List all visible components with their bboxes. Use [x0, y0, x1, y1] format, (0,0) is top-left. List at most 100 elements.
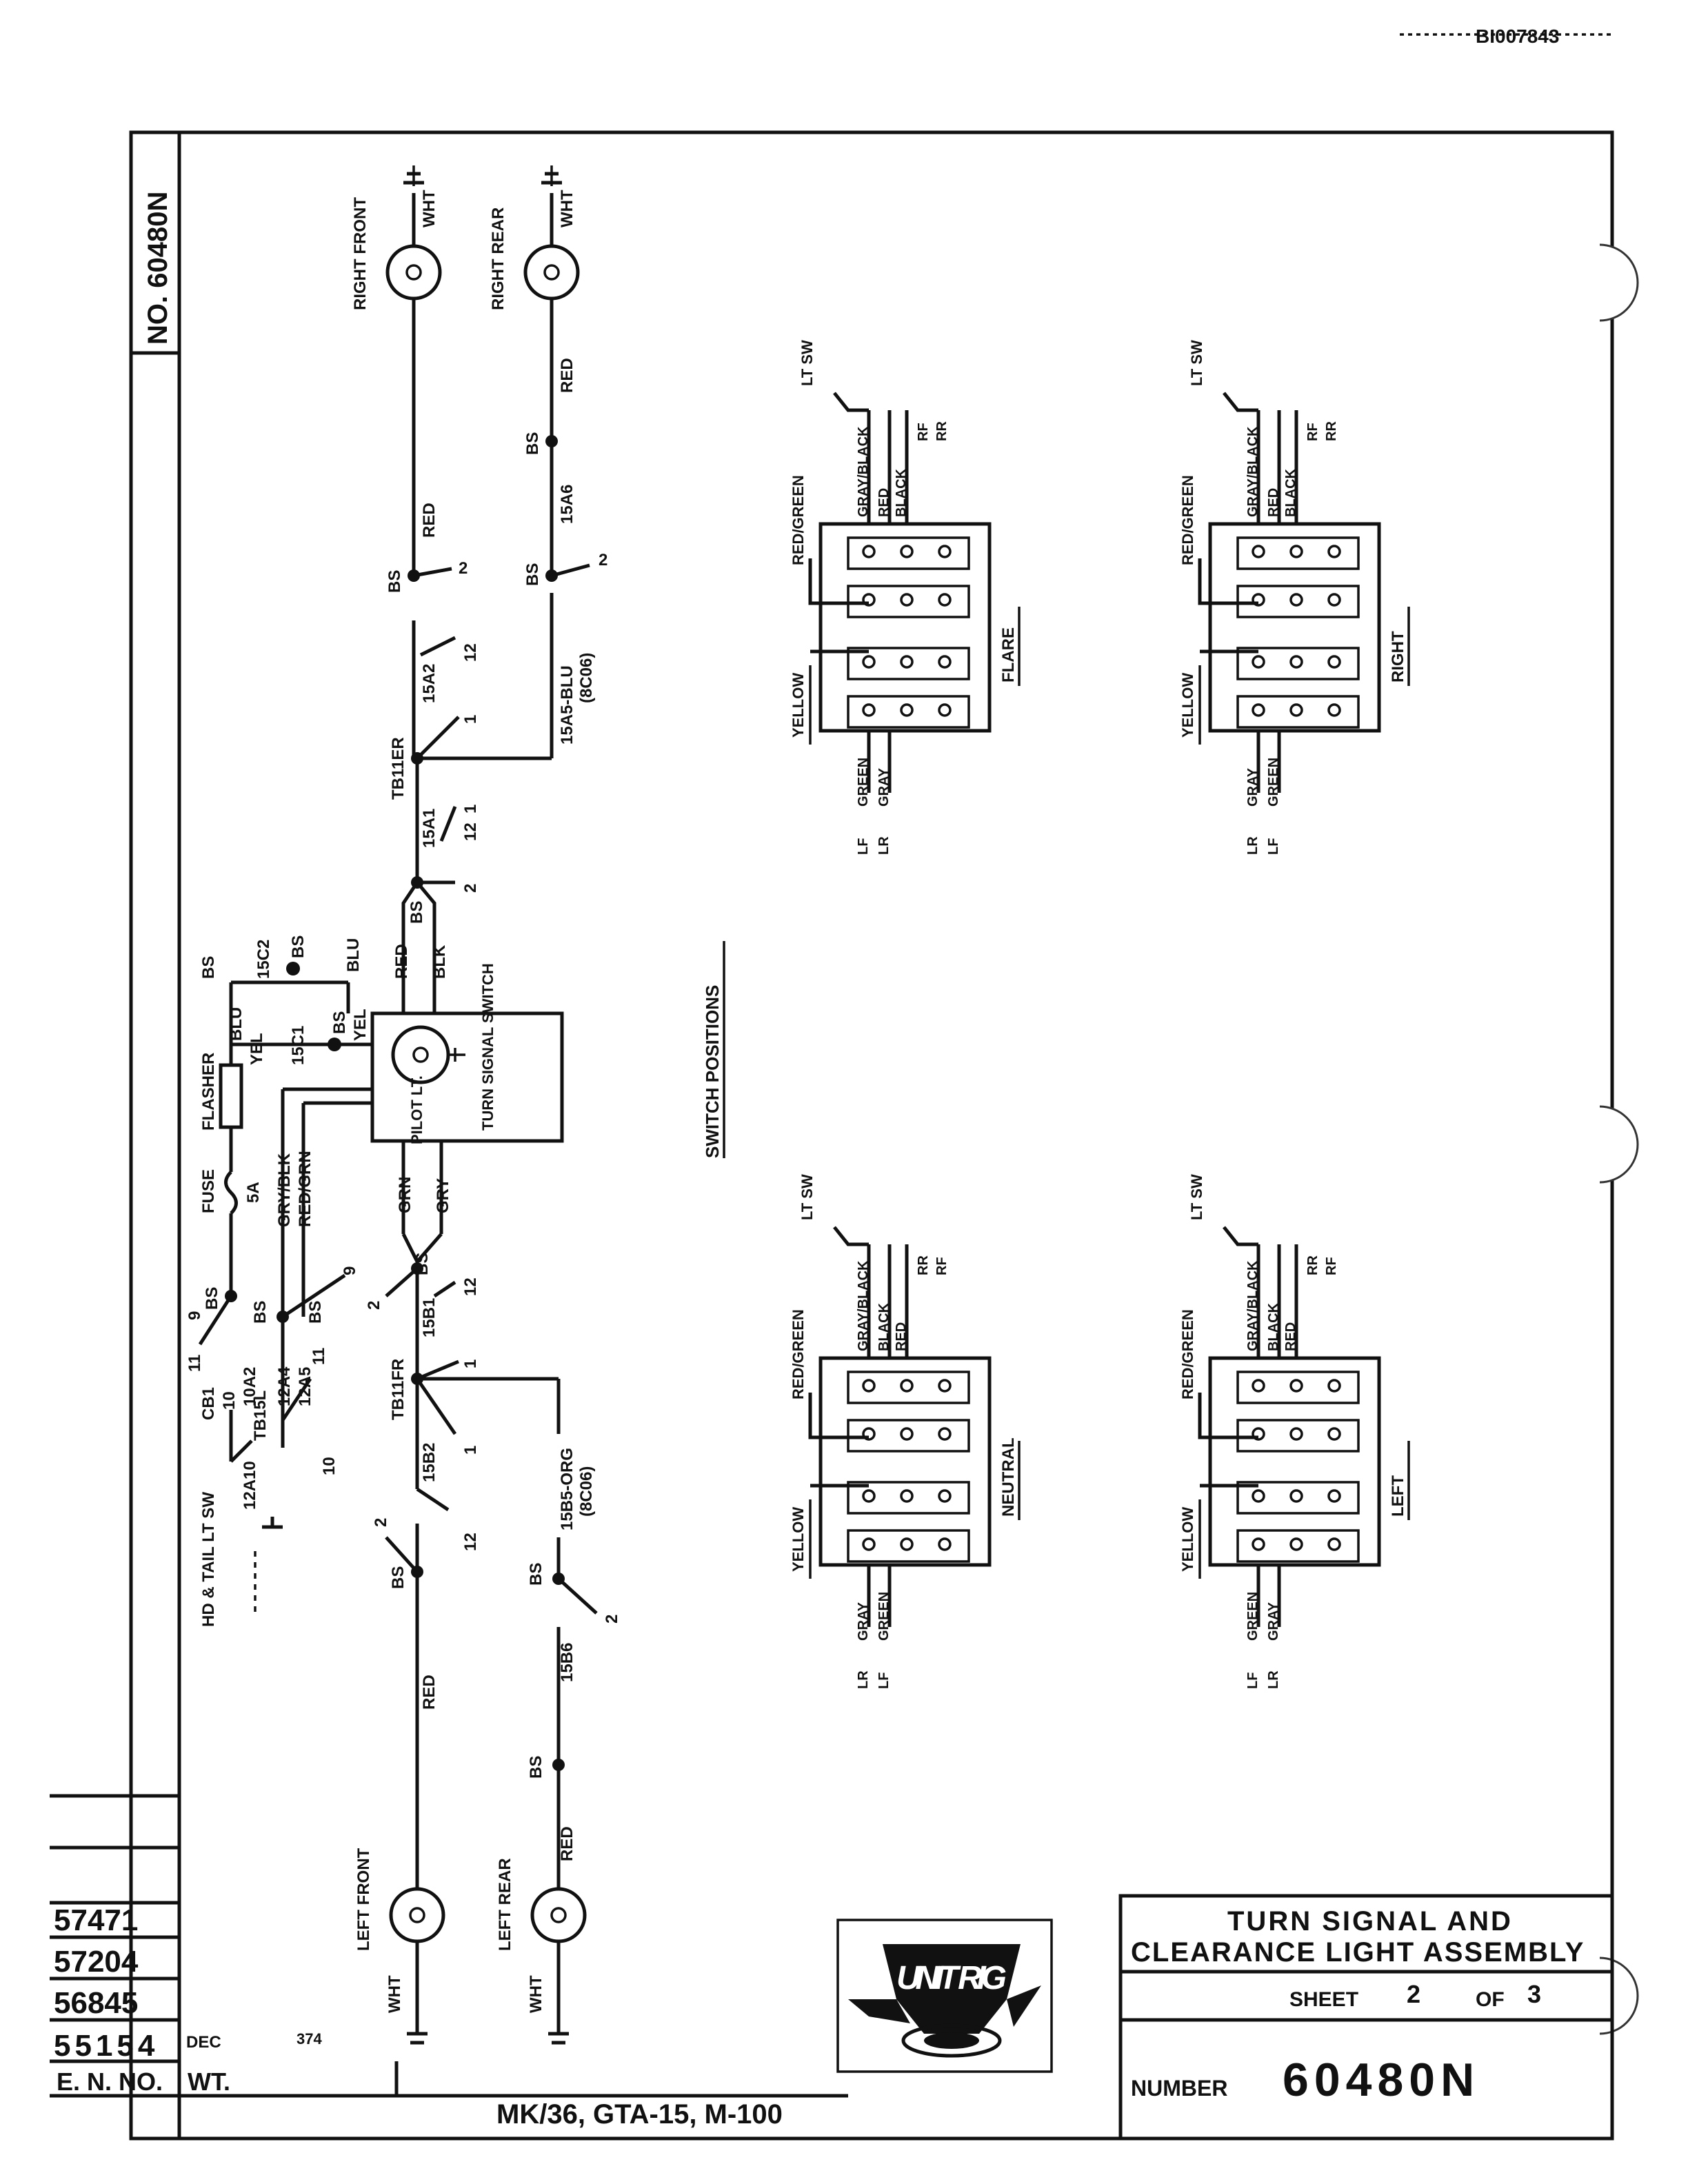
unit-rig-logo: UNIT RIG	[836, 1919, 1053, 2073]
wire-label: RED	[420, 1675, 439, 1710]
panel-wire-label: GRAY/BLACK	[856, 426, 871, 517]
panel-name: FLARE	[999, 627, 1018, 682]
panel-wire-label: RR	[916, 1255, 931, 1275]
wire-label: BS	[389, 1566, 408, 1589]
panel-wire-label: GREEN	[1266, 758, 1281, 807]
wire-label: WHT	[558, 190, 576, 228]
sheet-number: 2	[1407, 1980, 1420, 2008]
wire-label: BS	[306, 1301, 325, 1324]
panel-wire-label: LR	[1245, 836, 1260, 855]
panel-wire-label: RR	[934, 421, 950, 441]
drawing-number: 60480N	[1283, 2054, 1480, 2106]
switch-positions-title: SWITCH POSITIONS	[702, 985, 723, 1158]
revision-note: 374	[297, 2030, 322, 2048]
svg-text:RIGHT FRONT: RIGHT FRONT	[351, 197, 370, 310]
revision-number: 57471	[54, 1903, 138, 1937]
wire-label: BLU	[344, 938, 363, 972]
wire-label: 1	[461, 1446, 480, 1455]
revision-note: DEC	[186, 2033, 221, 2052]
wire-label: BS	[523, 563, 542, 586]
wire-label: TB11FR	[389, 1359, 408, 1420]
wire-label: 2	[461, 884, 480, 893]
revision-block: 57471 57204 56845 55154 DEC 374 E. N. NO…	[50, 1794, 848, 2138]
svg-text:LEFT FRONT: LEFT FRONT	[354, 1848, 373, 1951]
panel-label: LT SW	[798, 1174, 816, 1220]
wire-label: 2	[365, 1301, 383, 1310]
fuse-rating: 5A	[244, 1182, 263, 1203]
title-block: TURN SIGNAL AND CLEARANCE LIGHT ASSEMBLY…	[1118, 1894, 1614, 2141]
panel-label: LT SW	[798, 340, 816, 386]
wire-label: 15B2	[420, 1443, 439, 1482]
panel-label: RED/GREEN	[790, 475, 807, 565]
wire-label: 12	[461, 822, 480, 841]
wire-label: BS	[385, 570, 404, 593]
wire-label: BS	[251, 1301, 270, 1324]
panel-wire-label: GRAY	[1266, 1601, 1281, 1641]
sheet-total: 3	[1527, 1980, 1541, 2008]
panel-wire-label: GRAY	[876, 767, 892, 807]
panel-label: YELLOW	[1179, 673, 1196, 738]
wire-label: 11	[185, 1355, 204, 1372]
panel-wire-label: RF	[934, 1257, 950, 1275]
wire-label: 10	[320, 1457, 339, 1475]
side-drawing-number: NO. 60480N	[143, 192, 173, 345]
wire-label: 1	[461, 805, 480, 813]
panel-wire-label: LF	[876, 1672, 892, 1689]
wire-label: 10	[220, 1391, 239, 1410]
panel-wire-label: BLACK	[1283, 468, 1298, 517]
logo-text: UNIT RIG	[896, 1960, 1007, 1996]
sheet-label: SHEET	[1289, 1988, 1358, 2011]
panel-wire-label: LF	[1266, 838, 1281, 855]
pilot-light-label: PILOT LT.	[408, 1075, 425, 1144]
wire-label: WHT	[420, 190, 439, 228]
panel-wire-label: RED	[876, 488, 892, 517]
panel-name: LEFT	[1389, 1475, 1407, 1517]
wire-label: BS	[203, 1287, 221, 1310]
wire-label: 15B1	[420, 1298, 439, 1337]
panel-label: RED/GREEN	[1179, 1309, 1196, 1399]
title-line-1: TURN SIGNAL AND	[1227, 1906, 1513, 1937]
panel-wire-label: GREEN	[876, 1592, 892, 1641]
panel-wire-label: GREEN	[1245, 1592, 1260, 1641]
en-no-label: E. N. NO.	[57, 2067, 163, 2096]
wire-label: YEL	[248, 1033, 266, 1065]
panel-wire-label: RED	[1266, 488, 1281, 517]
wire-label: WHT	[385, 1975, 404, 2013]
drawing-border	[129, 130, 1614, 2141]
wire-label: 10A2	[241, 1367, 259, 1406]
wire-label: WHT	[527, 1975, 545, 2013]
wire-label: 2	[599, 551, 607, 569]
panel-wire-label: GRAY/BLACK	[1245, 1260, 1260, 1351]
wire-label: (8C06)	[577, 653, 596, 703]
doc-id: BI007843	[1476, 26, 1559, 47]
wire-label: RED	[558, 358, 576, 393]
panel-wire-label: BLACK	[894, 468, 909, 517]
panel-wire-label: GRAY/BLACK	[856, 1260, 871, 1351]
revision-number: 56845	[54, 1986, 138, 2020]
wire-label: GRN	[396, 1177, 414, 1213]
wire-label: RED	[420, 503, 439, 538]
panel-wire-label: RF	[1324, 1257, 1339, 1275]
wire-label: 11	[310, 1348, 328, 1365]
binder-hole-top	[1599, 243, 1639, 322]
wire-label: BS	[408, 901, 426, 924]
wire-label: BS	[527, 1756, 545, 1779]
panel-wire-label: BLACK	[876, 1302, 892, 1351]
panel-wire-label: RED	[894, 1322, 909, 1351]
wire-label: 15A5-BLU	[558, 665, 576, 745]
panel-wire-label: LR	[856, 1670, 871, 1689]
panel-label: LT SW	[1188, 340, 1205, 386]
panel-name: NEUTRAL	[999, 1437, 1018, 1517]
wire-label: 12	[461, 1533, 480, 1551]
panel-wire-label: GREEN	[856, 758, 871, 807]
title-line-2: CLEARANCE LIGHT ASSEMBLY	[1131, 1937, 1585, 1968]
wire-label: RED	[558, 1826, 576, 1861]
of-label: OF	[1476, 1988, 1505, 2011]
wire-label: 2	[603, 1615, 621, 1624]
binder-hole-bottom	[1599, 1957, 1639, 2035]
panel-label: YELLOW	[790, 673, 807, 738]
fuse-label: FUSE	[199, 1169, 218, 1213]
wire-label: RED	[392, 944, 411, 979]
